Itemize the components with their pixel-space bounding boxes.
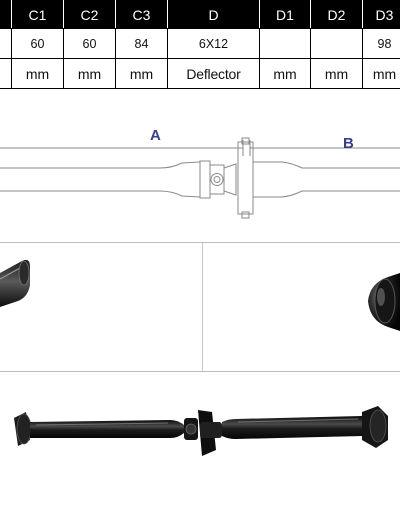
shaft-outline-drawing xyxy=(0,118,400,230)
detail-photos xyxy=(0,243,400,371)
header-c1: C1 xyxy=(12,1,64,29)
unit-c2: mm xyxy=(64,59,116,89)
value-c1: 60 xyxy=(12,29,64,59)
unit-cell xyxy=(0,59,12,89)
unit-d3: mm xyxy=(363,59,400,89)
header-cell xyxy=(0,1,12,29)
value-cell xyxy=(0,29,12,59)
dimension-label-b: B xyxy=(343,135,354,152)
value-d2 xyxy=(311,29,363,59)
spec-values-row: 60 60 84 6X12 98 xyxy=(0,29,400,59)
unit-d2: mm xyxy=(311,59,363,89)
spec-table: C1 C2 C3 D D1 D2 D3 60 60 84 6X12 98 mm … xyxy=(0,0,400,89)
unit-d: Deflector xyxy=(168,59,260,89)
shaft-dimension-diagram: A B xyxy=(0,118,400,230)
unit-d1: mm xyxy=(260,59,311,89)
unit-c3: mm xyxy=(116,59,168,89)
value-d3: 98 xyxy=(363,29,400,59)
header-c2: C2 xyxy=(64,1,116,29)
flange-end-closeup-photo xyxy=(368,273,400,331)
value-d: 6X12 xyxy=(168,29,260,59)
dimension-label-a: A xyxy=(150,127,161,144)
propshaft-illustration xyxy=(0,392,400,516)
value-d1 xyxy=(260,29,311,59)
header-d1: D1 xyxy=(260,1,311,29)
unit-c1: mm xyxy=(12,59,64,89)
detail-photo-panels xyxy=(0,242,400,372)
shaft-end-closeup-photo xyxy=(0,260,30,307)
value-c2: 60 xyxy=(64,29,116,59)
propshaft-photo xyxy=(0,392,400,516)
spec-units-row: mm mm mm Deflector mm mm mm xyxy=(0,59,400,89)
header-c3: C3 xyxy=(116,1,168,29)
header-d: D xyxy=(168,1,260,29)
header-d3: D3 xyxy=(363,1,400,29)
header-d2: D2 xyxy=(311,1,363,29)
spec-header-row: C1 C2 C3 D D1 D2 D3 xyxy=(0,1,400,29)
value-c3: 84 xyxy=(116,29,168,59)
